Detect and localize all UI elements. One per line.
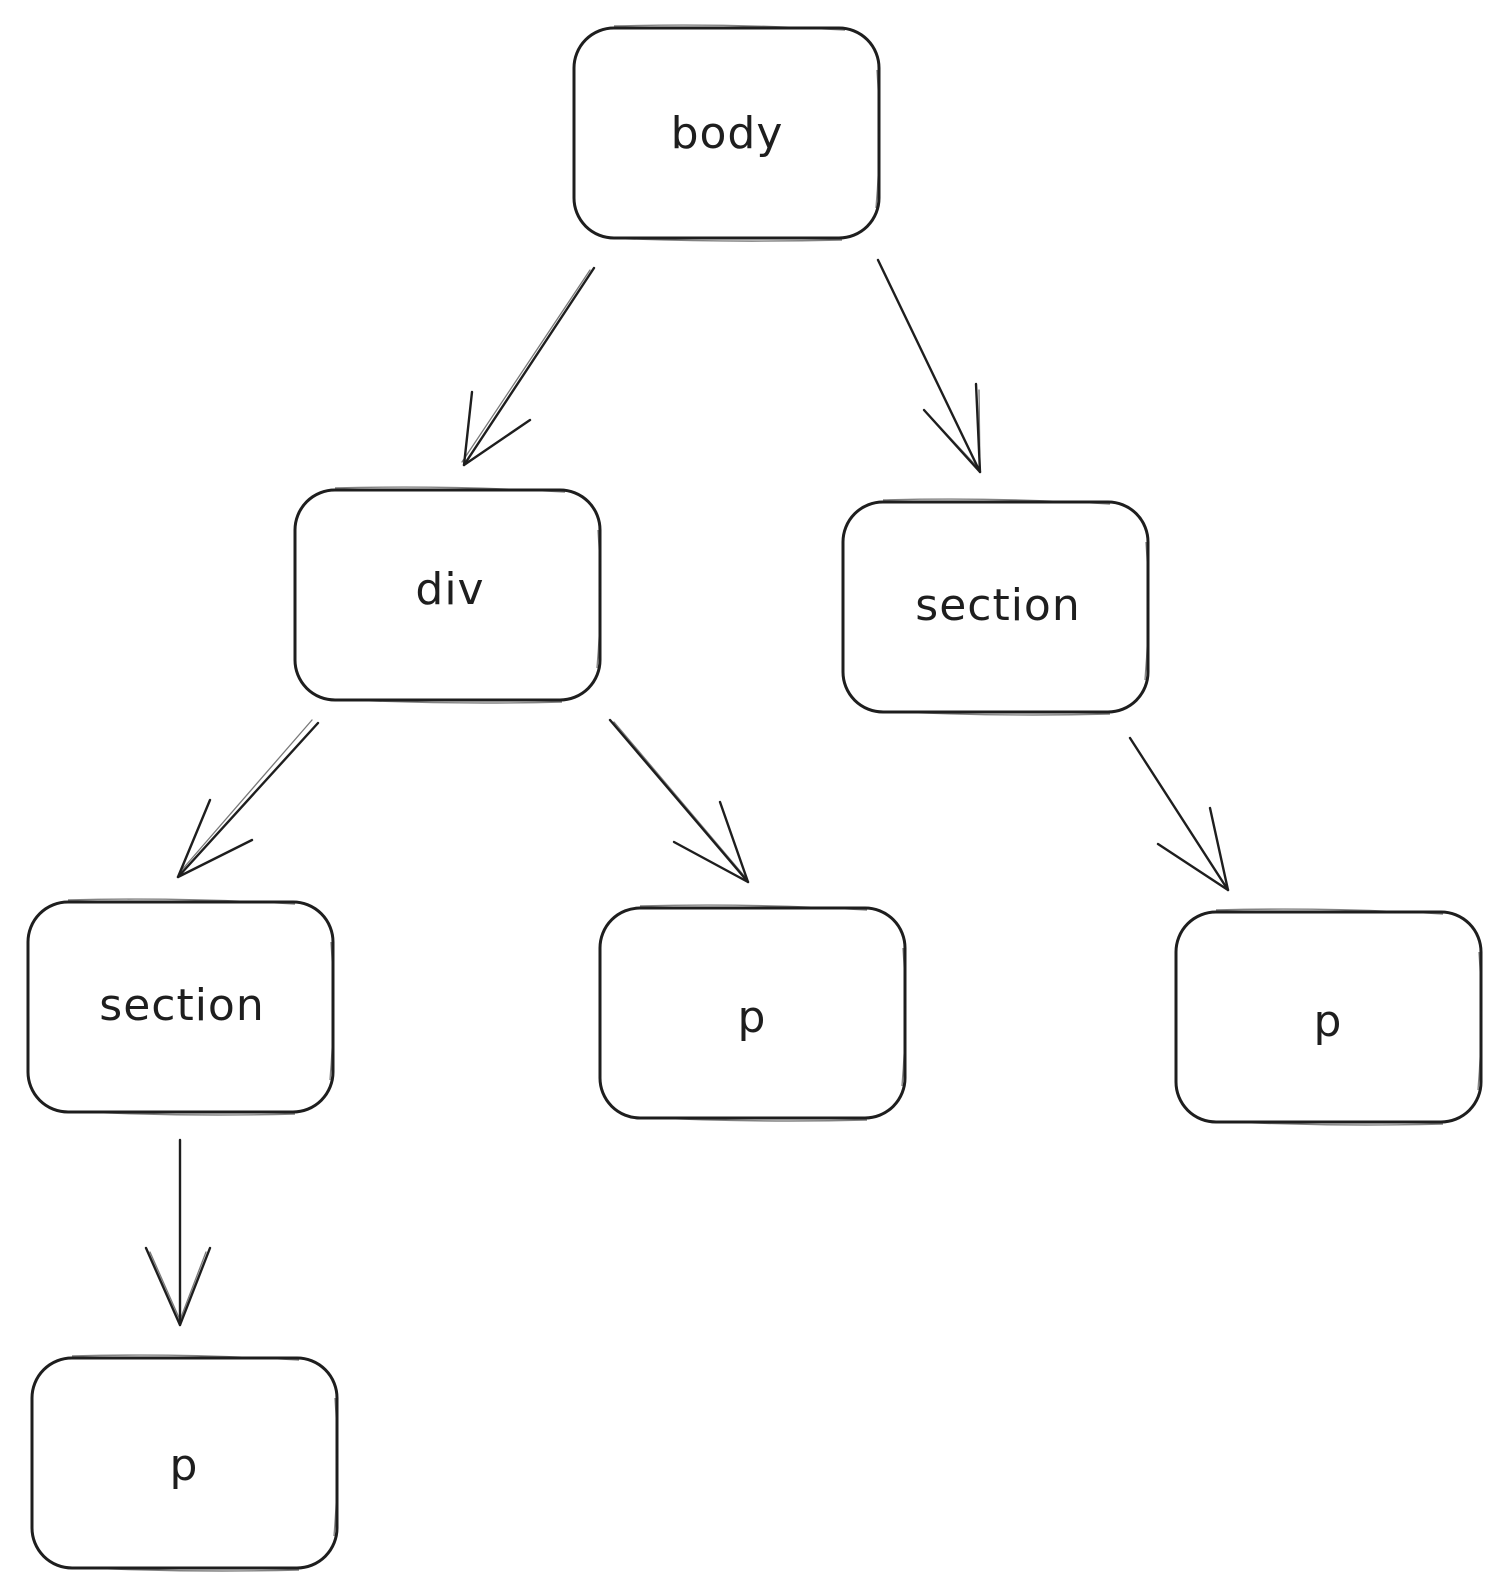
arrow-body-to-div [461,266,596,467]
node-body: body [572,24,881,242]
node-p-section-right: p [1174,908,1483,1126]
node-label-div: div [415,564,484,615]
arrow-section-left-to-p [144,1138,212,1327]
node-div: div [293,486,602,704]
node-p-section-left: p [30,1354,339,1572]
arrow-div-to-section-left [176,719,320,879]
node-label-p-div: p [738,992,767,1043]
node-section-right: section [841,498,1150,716]
arrow-div-to-p [608,718,750,884]
node-label-section-left: section [99,980,264,1031]
node-p-div: p [598,904,907,1122]
node-label-body: body [671,108,784,159]
node-label-section-right: section [915,580,1080,631]
arrow-body-to-section-right [876,258,982,474]
node-section-left: section [26,898,335,1116]
arrow-section-right-to-p [1128,736,1230,892]
node-label-p-section-left: p [170,1440,199,1491]
node-label-p-section-right: p [1314,996,1343,1047]
edges [144,258,1230,1327]
